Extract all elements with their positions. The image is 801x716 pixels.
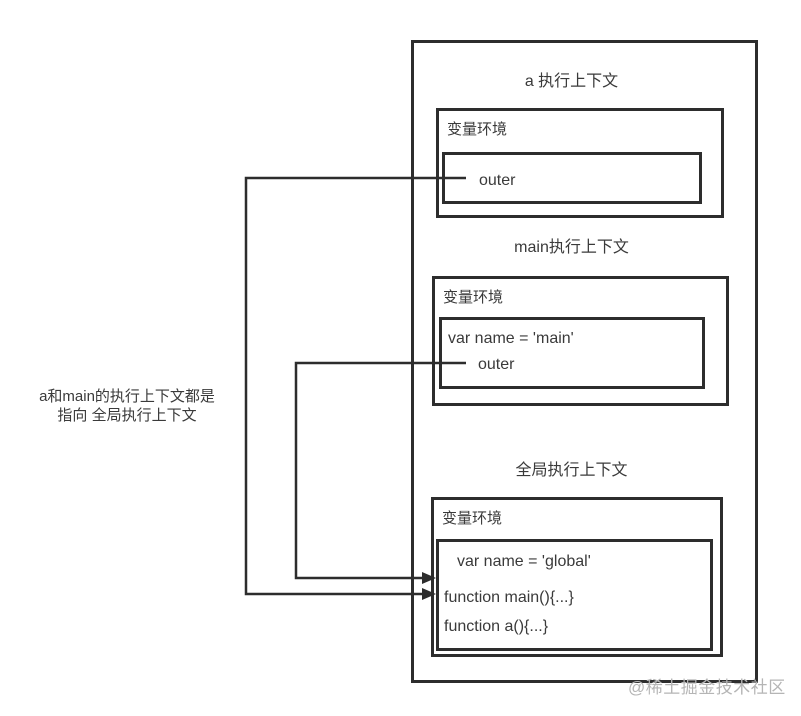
section-a-title: a 执行上下文 — [524, 73, 619, 90]
section-main-value-box: var name = 'main' outer — [439, 317, 705, 389]
section-global-title: 全局执行上下文 — [515, 462, 628, 479]
side-note-line1: a和main的执行上下文都是 — [39, 388, 215, 405]
entry-global-var-name: var name = 'global' — [457, 553, 591, 570]
entry-main-outer: outer — [478, 356, 515, 373]
entry-global-function-main: function main(){...} — [444, 589, 574, 606]
side-note: a和main的执行上下文都是 指向 全局执行上下文 — [22, 387, 232, 425]
section-main-title: main执行上下文 — [514, 239, 629, 256]
section-global-value-box: var name = 'global' function main(){...}… — [436, 539, 713, 651]
entry-a-outer: outer — [479, 172, 516, 189]
entry-global-function-a: function a(){...} — [444, 618, 549, 635]
side-note-line2: 指向 全局执行上下文 — [57, 407, 197, 424]
watermark: @稀土掘金技术社区 — [628, 678, 786, 697]
entry-main-var-name: var name = 'main' — [448, 330, 574, 347]
section-global-env-label: 变量环境 — [442, 510, 503, 527]
section-a-value-box: outer — [442, 152, 702, 204]
section-main-env-label: 变量环境 — [443, 289, 504, 306]
section-a-env-label: 变量环境 — [447, 121, 508, 138]
